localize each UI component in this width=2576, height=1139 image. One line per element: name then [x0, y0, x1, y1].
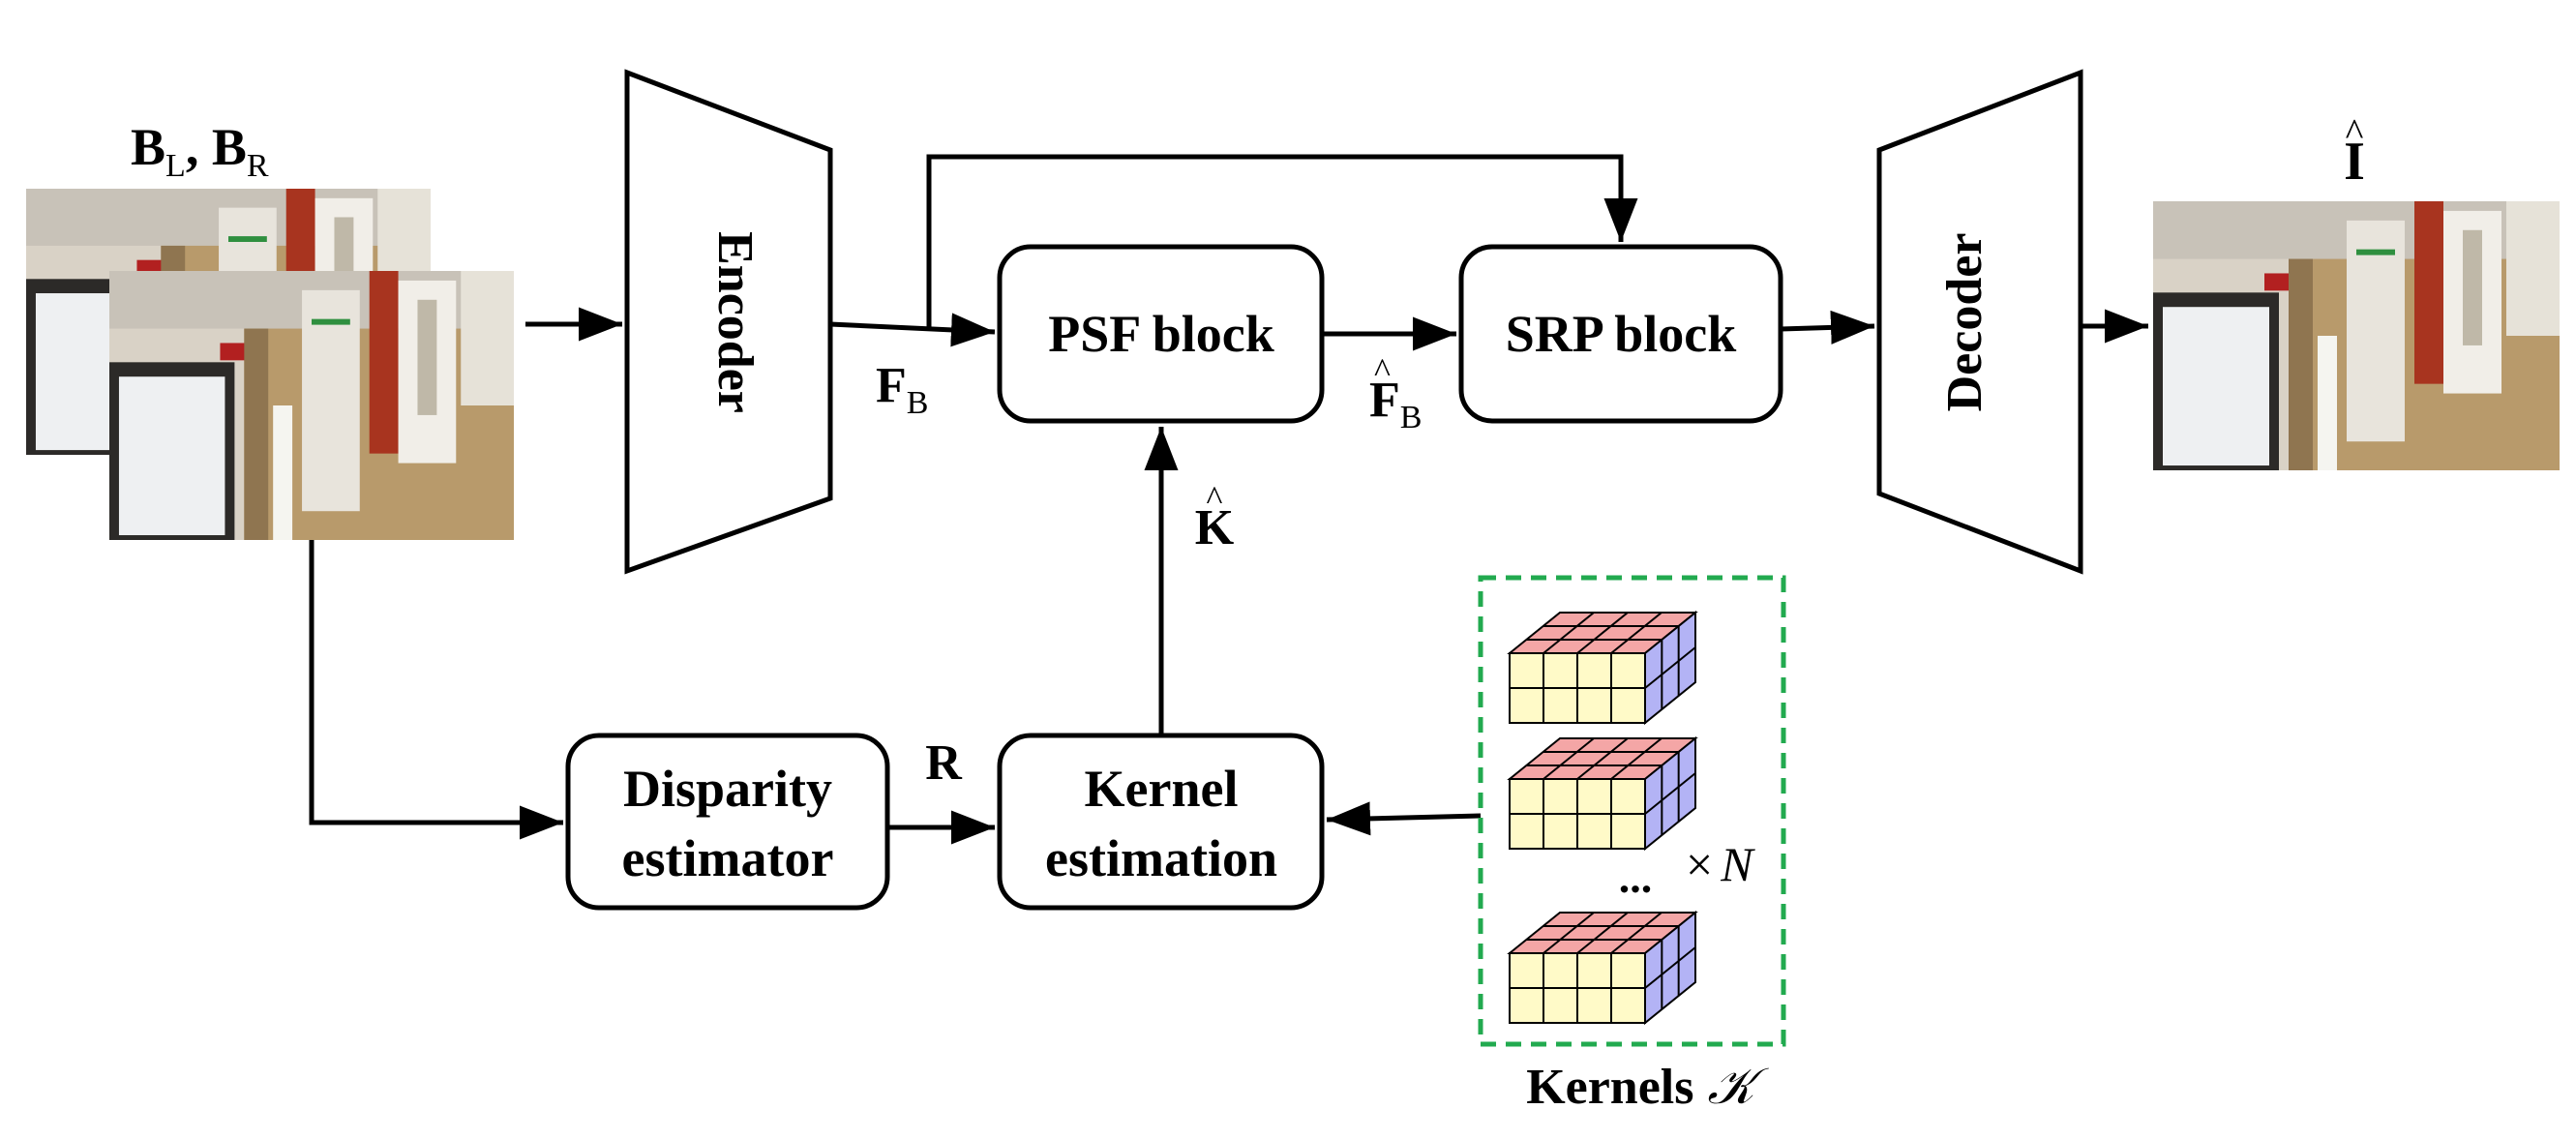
edge-encoder-psf: [829, 313, 996, 347]
input-label: BL, BR: [131, 118, 269, 184]
input-image-right: [109, 271, 514, 540]
decoder-label: Decoder: [1937, 233, 1992, 412]
svg-text:R: R: [925, 735, 963, 791]
svg-text:^: ^: [1374, 351, 1391, 390]
encoder-label: Encoder: [707, 231, 763, 413]
kernel-cubes: [1507, 610, 1698, 1026]
svg-text:Kernel: Kernel: [1085, 760, 1239, 818]
psf-label: PSF block: [1048, 305, 1274, 363]
srp-label: SRP block: [1506, 305, 1737, 363]
decoder-block: Decoder: [1876, 69, 2083, 575]
output-image: [2153, 201, 2560, 470]
disparity-estimator-block: Disparity estimator: [565, 733, 890, 911]
svg-text:×N: ×N: [1686, 837, 1755, 891]
svg-text:BL, BR: BL, BR: [131, 118, 269, 184]
kernel-cube-3: [1507, 910, 1698, 1026]
kernel-cube-2: [1507, 735, 1698, 852]
kernel-estimation-block: Kernel estimation: [997, 733, 1325, 911]
svg-text:estimation: estimation: [1045, 829, 1277, 887]
svg-text:I: I: [2344, 132, 2365, 192]
output-label: I ^: [2344, 110, 2365, 192]
edges: [309, 154, 2148, 845]
edge-input-disparity: [309, 540, 563, 840]
svg-text:FB: FB: [876, 358, 928, 421]
kernel-cube-1: [1507, 610, 1698, 726]
label-disparity: R: [925, 735, 963, 791]
psf-block: PSF block: [997, 244, 1325, 424]
label-kernel-hat: K ^: [1195, 479, 1235, 555]
svg-text:FB: FB: [1369, 373, 1422, 435]
edge-srp-decoder: [1780, 310, 1875, 345]
kernels-box: [1478, 575, 1786, 1047]
label-features-hat: FB ^: [1369, 351, 1422, 435]
encoder-block: Encoder: [624, 69, 833, 575]
edge-kernels-estimation: [1326, 801, 1482, 836]
kernels-ellipsis: ...: [1619, 853, 1653, 902]
svg-text:Disparity: Disparity: [623, 760, 832, 818]
svg-text:K: K: [1195, 500, 1235, 555]
svg-text:estimator: estimator: [622, 829, 834, 887]
edge-skip-srp: [926, 154, 1638, 329]
label-features: FB: [876, 358, 928, 421]
svg-text:^: ^: [1207, 479, 1223, 518]
srp-block: SRP block: [1458, 244, 1783, 424]
svg-text:...: ...: [1619, 853, 1653, 902]
svg-text:^: ^: [2346, 110, 2364, 154]
kernels-count: ×N: [1686, 837, 1755, 891]
